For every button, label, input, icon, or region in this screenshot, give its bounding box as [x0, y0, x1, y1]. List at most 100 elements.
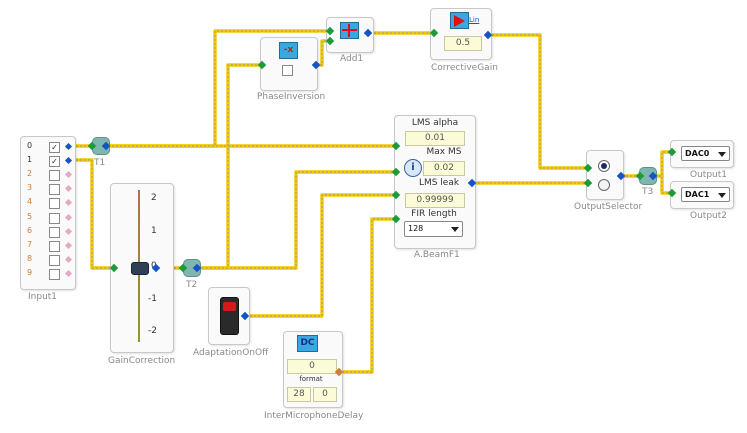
channel-checkbox[interactable]: [49, 198, 60, 210]
channel-number: 6: [27, 225, 33, 235]
channel-number: 0: [27, 141, 33, 150]
lms-alpha-label: LMS alpha: [411, 118, 459, 128]
phase-inversion-block[interactable]: -x: [260, 37, 318, 91]
abeam-label: A.BeamF1: [414, 250, 460, 260]
input1-channel-row: 0✓: [21, 141, 73, 154]
channel-output-pin[interactable]: [64, 255, 73, 263]
add1-label: Add1: [340, 54, 364, 64]
channel-checkbox[interactable]: [49, 184, 60, 196]
output2-device-dropdown[interactable]: DAC1: [681, 187, 730, 202]
wire-input1-gain: [72, 158, 114, 270]
dc-icon: DC: [297, 335, 318, 352]
fir-length-label: FIR length: [411, 209, 457, 219]
channel-output-pin[interactable]: [64, 269, 73, 277]
input1-channel-row: 8: [21, 254, 73, 267]
gain-slider-handle[interactable]: [131, 262, 149, 275]
channel-output-pin[interactable]: [64, 241, 73, 249]
max-ms-label: Max MS: [426, 147, 462, 157]
corrective-gain-block[interactable]: Lin 0.5: [430, 8, 492, 60]
corrective-gain-label: CorrectiveGain: [431, 63, 498, 73]
format-field-a[interactable]: 28: [287, 387, 311, 402]
phase-inversion-checkbox[interactable]: [282, 65, 293, 76]
input1-channel-row: 1✓: [21, 155, 73, 168]
channel-output-pin[interactable]: [64, 171, 73, 179]
channel-checkbox[interactable]: ✓: [49, 156, 60, 168]
phase-inversion-label: PhaseInversion: [257, 92, 326, 102]
format-field-b[interactable]: 0: [313, 387, 337, 402]
chevron-down-icon: [718, 152, 726, 157]
output2-label: Output2: [690, 211, 727, 221]
mic-delay-block[interactable]: DC 0 format 28 0: [283, 331, 343, 408]
add1-block[interactable]: [326, 17, 374, 53]
gain-tick-1: 1: [151, 226, 157, 236]
channel-output-pin[interactable]: [64, 199, 73, 207]
t2-label: T2: [186, 280, 198, 290]
input1-channel-row: 3: [21, 183, 73, 196]
input1-channel-row: 7: [21, 240, 73, 253]
channel-checkbox[interactable]: [49, 240, 60, 252]
format-label: format: [299, 375, 323, 383]
abeam-block[interactable]: LMS alpha 0.01 Max MS i 0.02 LMS leak 0.…: [394, 115, 476, 249]
channel-number: 7: [27, 239, 33, 249]
gain-correction-block[interactable]: 2 1 0 -1 -2: [110, 183, 174, 353]
max-ms-field[interactable]: 0.02: [423, 161, 465, 176]
info-icon[interactable]: i: [404, 159, 422, 177]
wire-gain-selector: [488, 33, 588, 170]
output1-device-dropdown[interactable]: DAC0: [681, 146, 730, 161]
fir-length-dropdown[interactable]: 128: [404, 221, 463, 237]
channel-checkbox[interactable]: [49, 268, 60, 280]
adaptation-toggle-switch[interactable]: [220, 297, 239, 335]
output-selector-label: OutputSelector: [574, 202, 643, 212]
corrective-gain-value[interactable]: 0.5: [444, 36, 482, 51]
channel-output-pin[interactable]: [64, 213, 73, 221]
channel-checkbox[interactable]: [49, 226, 60, 238]
output-selector-block[interactable]: [586, 150, 624, 200]
input1-channel-row: 9: [21, 268, 73, 281]
input1-label: Input1: [28, 292, 58, 302]
chevron-down-icon: [718, 193, 726, 198]
gain-tick-2: 2: [151, 193, 157, 203]
channel-output-pin[interactable]: [64, 227, 73, 235]
channel-number: 3: [27, 183, 33, 193]
t1-label: T1: [94, 158, 106, 168]
phase-inversion-icon: -x: [279, 42, 298, 59]
selector-radio-2[interactable]: [598, 179, 610, 191]
channel-checkbox[interactable]: [49, 254, 60, 266]
channel-output-pin[interactable]: [64, 142, 73, 151]
gain-tick-minus-2: -2: [148, 326, 157, 336]
mic-delay-label: InterMicrophoneDelay: [264, 411, 364, 421]
adaptation-label: AdaptationOnOff: [193, 348, 269, 358]
lms-leak-label: LMS leak: [418, 178, 460, 188]
selector-radio-1[interactable]: [598, 160, 610, 172]
wire-delay-abeam: [338, 217, 396, 374]
input1-channel-row: 5: [21, 212, 73, 225]
lms-leak-field[interactable]: 0.99999: [405, 193, 465, 208]
lms-alpha-field[interactable]: 0.01: [405, 131, 465, 146]
t3-label: T3: [642, 187, 654, 197]
channel-number: 9: [27, 267, 33, 277]
wire-t2-phase: [198, 63, 262, 270]
channel-number: 1: [27, 155, 33, 165]
channel-output-pin[interactable]: [64, 157, 73, 165]
channel-number: 5: [27, 211, 33, 221]
channel-output-pin[interactable]: [64, 185, 73, 193]
output1-label: Output1: [690, 170, 727, 180]
add-icon: [340, 22, 359, 39]
channel-number: 2: [27, 169, 33, 179]
channel-checkbox[interactable]: [49, 212, 60, 224]
channel-number: 8: [27, 253, 33, 263]
channel-checkbox[interactable]: ✓: [49, 142, 60, 153]
output1-block[interactable]: DAC0: [670, 140, 734, 168]
mic-delay-value[interactable]: 0: [287, 359, 337, 374]
lin-mode-text[interactable]: Lin: [469, 16, 480, 24]
linear-gain-icon: [450, 12, 469, 29]
output2-block[interactable]: DAC1: [670, 181, 734, 209]
input1-channel-row: 6: [21, 226, 73, 239]
gain-tick-minus-1: -1: [148, 294, 157, 304]
gain-correction-label: GainCorrection: [108, 356, 176, 366]
input1-channel-row: 2: [21, 169, 73, 182]
chevron-down-icon: [451, 227, 459, 232]
channel-checkbox[interactable]: [49, 170, 60, 182]
